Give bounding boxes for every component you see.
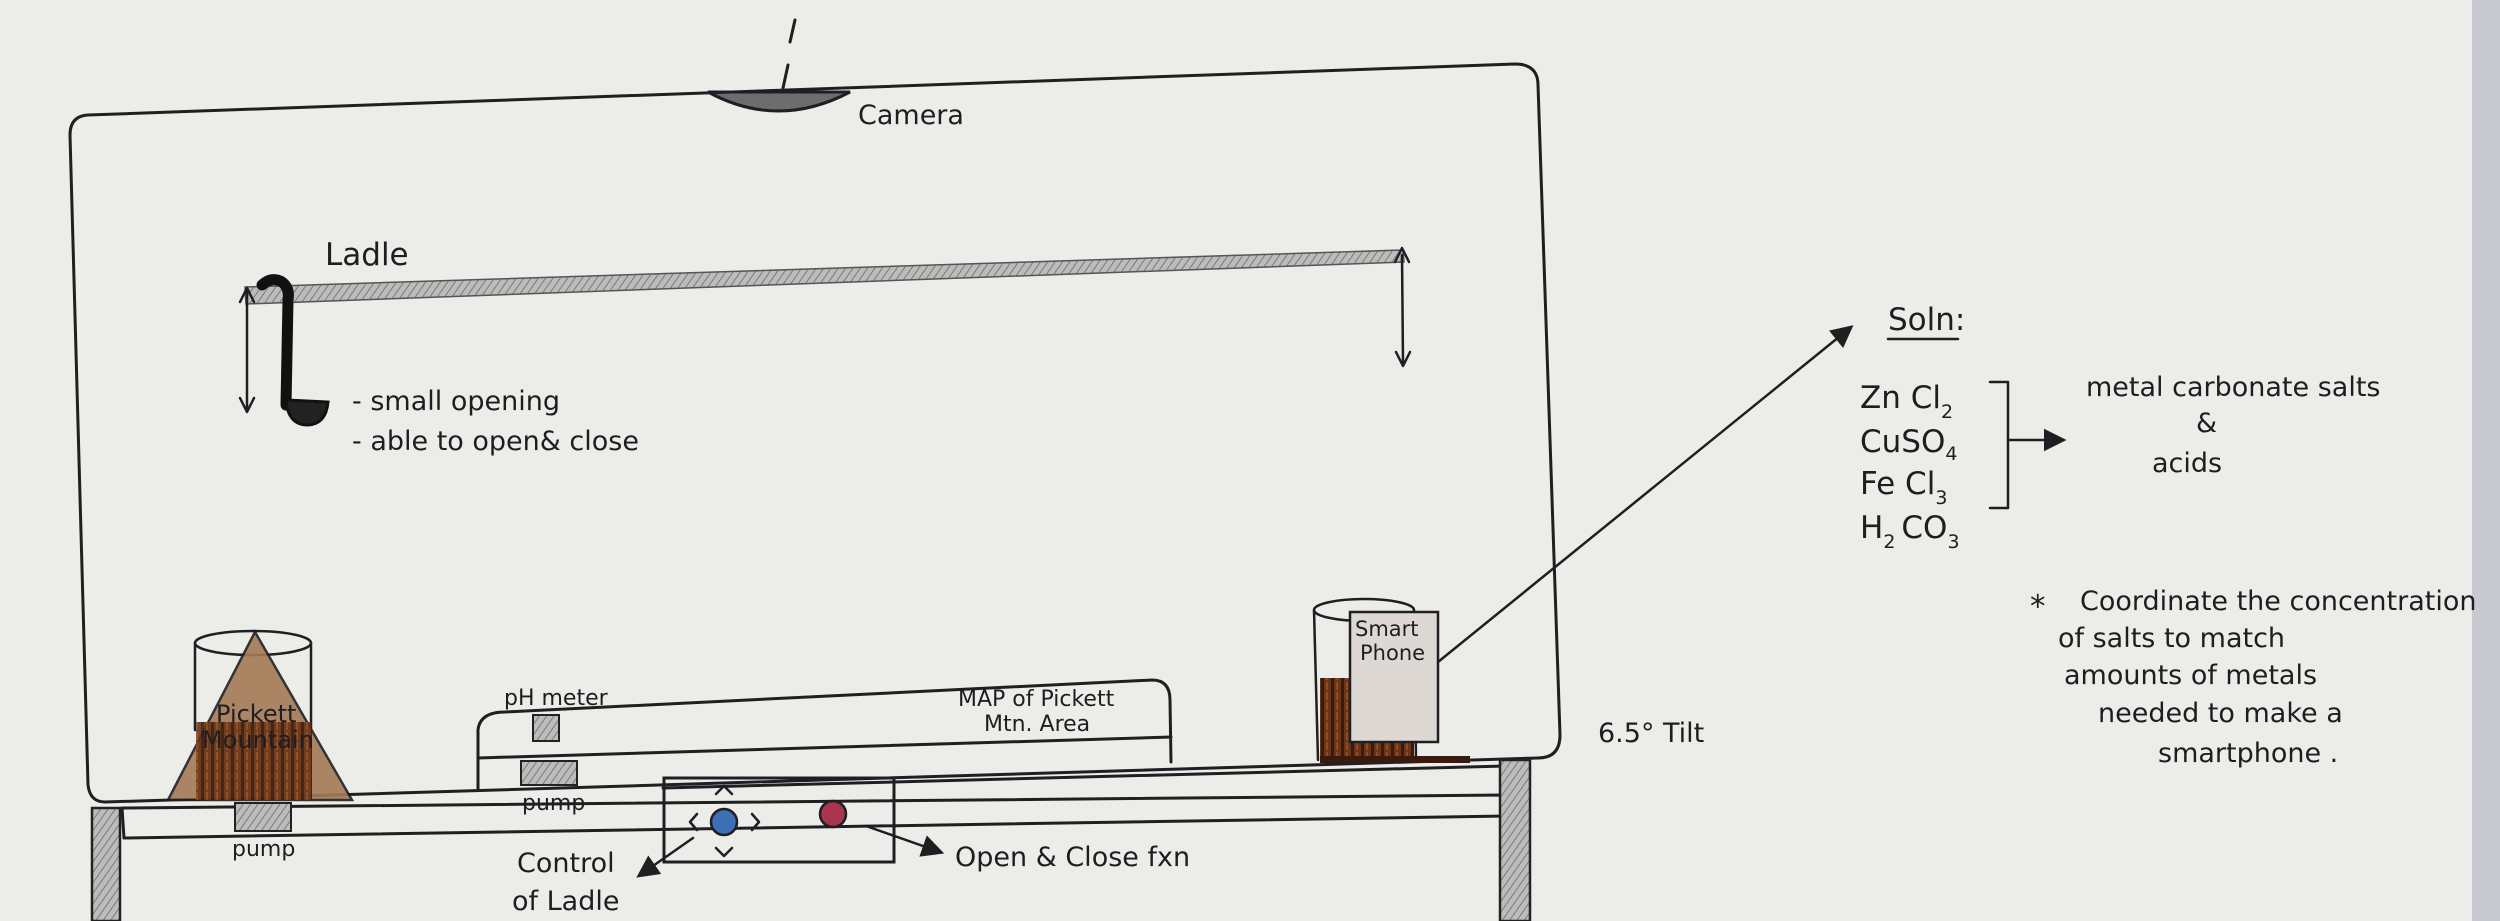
table-top-line bbox=[661, 764, 1507, 790]
mountain-label-1: Pickett bbox=[216, 700, 296, 728]
leg-right bbox=[1498, 758, 1532, 921]
solution-pointer-arrow bbox=[1436, 325, 1854, 664]
ladle-rail bbox=[244, 249, 1405, 305]
result-line-1: metal carbonate salts bbox=[2086, 372, 2380, 403]
compound-3: Fe Cl3 bbox=[1860, 466, 1947, 509]
note-line-1: Coordinate the concentration bbox=[2080, 586, 2476, 617]
leg-left bbox=[90, 806, 122, 921]
solution-heading: Soln: bbox=[1888, 302, 1965, 338]
open-close-arrow bbox=[864, 824, 945, 857]
camera-label: Camera bbox=[858, 100, 964, 131]
tilt-label: 6.5° Tilt bbox=[1598, 718, 1704, 749]
compound-1: Zn Cl2 bbox=[1860, 380, 1953, 423]
camera-dome bbox=[707, 90, 851, 113]
ladle bbox=[256, 274, 294, 411]
pump-left bbox=[234, 802, 292, 832]
tick-mark bbox=[788, 18, 797, 44]
ph-meter bbox=[532, 714, 560, 742]
phone-label-1: Smart bbox=[1355, 617, 1419, 641]
map-label-2: Mtn. Area bbox=[984, 712, 1090, 737]
opening-note-2: - able to open& close bbox=[352, 426, 639, 457]
note-line-4: needed to make a bbox=[2098, 698, 2343, 729]
ladle-travel-arrow-right bbox=[1400, 253, 1405, 364]
pump-left-label: pump bbox=[232, 837, 295, 862]
control-panel bbox=[662, 776, 896, 864]
control-label-1: Control bbox=[517, 848, 615, 879]
left-arrow-icon bbox=[688, 812, 699, 832]
ladle-direction-button bbox=[709, 807, 739, 837]
control-of-ladle-arrow bbox=[636, 836, 695, 878]
camera-tick bbox=[781, 63, 790, 90]
ladle-scoop bbox=[284, 398, 330, 427]
mountain-soil bbox=[196, 722, 312, 800]
note-star: * bbox=[2030, 589, 2046, 625]
right-arrow-icon bbox=[750, 812, 761, 832]
pump-middle-label: pump bbox=[522, 791, 585, 816]
note-line-2: of salts to match bbox=[2058, 623, 2285, 654]
smartphone bbox=[1348, 610, 1440, 744]
down-arrow-icon bbox=[714, 846, 734, 858]
ph-meter-label: pH meter bbox=[504, 686, 609, 711]
map-box-divider bbox=[476, 735, 1173, 760]
paper-edge bbox=[2472, 0, 2500, 921]
result-line-3: acids bbox=[2152, 448, 2222, 479]
phone-label-2: Phone bbox=[1360, 641, 1425, 665]
map-label-1: MAP of Pickett bbox=[958, 687, 1115, 712]
up-arrow-icon bbox=[714, 784, 734, 796]
compound-2: CuSO4 bbox=[1860, 424, 1957, 465]
map-box bbox=[476, 678, 1173, 792]
open-close-button bbox=[818, 799, 848, 829]
pump-middle bbox=[520, 760, 578, 786]
table-rail bbox=[120, 793, 1508, 840]
compound-bracket bbox=[1988, 380, 2010, 510]
control-label-2: of Ladle bbox=[512, 886, 619, 917]
mountain-label-2: Mountain bbox=[202, 726, 314, 754]
ladle-label: Ladle bbox=[325, 237, 409, 273]
result-line-2: & bbox=[2196, 408, 2217, 439]
note-line-5: smartphone . bbox=[2158, 738, 2338, 769]
note-line-3: amounts of metals bbox=[2064, 660, 2317, 691]
open-close-label: Open & Close fxn bbox=[955, 842, 1190, 873]
enclosure-frame bbox=[68, 62, 1562, 804]
phone-base bbox=[1320, 756, 1470, 763]
opening-note-1: - small opening bbox=[352, 386, 560, 417]
